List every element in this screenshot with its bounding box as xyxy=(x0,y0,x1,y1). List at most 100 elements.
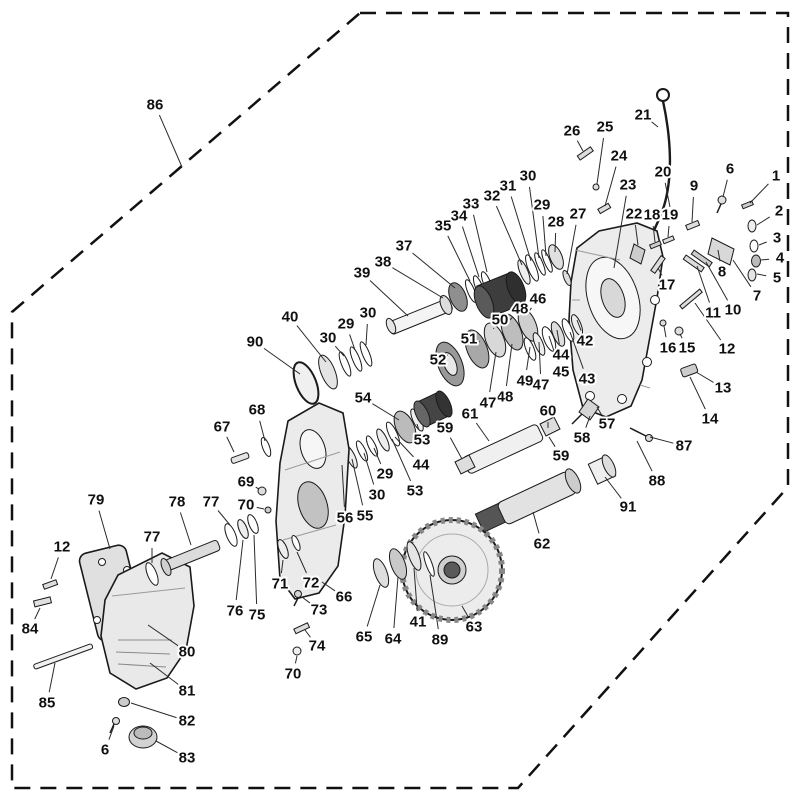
leader-line xyxy=(256,506,265,510)
leader-line xyxy=(472,339,480,343)
part-number-label: 49 xyxy=(517,373,534,390)
leader-line xyxy=(696,265,710,303)
leader-line xyxy=(366,584,381,627)
part-number-label: 28 xyxy=(548,214,565,231)
leader-line xyxy=(34,607,41,620)
leader-line xyxy=(679,333,683,339)
leader-line xyxy=(695,371,714,383)
leader-lines xyxy=(34,114,770,754)
leader-line xyxy=(548,436,556,447)
part-number-label: 46 xyxy=(530,291,547,308)
part-number-label: 55 xyxy=(357,508,374,525)
part-number-label: 78 xyxy=(169,494,186,511)
part-number-label: 16 xyxy=(660,340,677,357)
part-number-label: 73 xyxy=(311,602,328,619)
leader-line xyxy=(489,351,497,393)
part-number-label: 26 xyxy=(564,123,581,140)
part-number-label: 50 xyxy=(492,312,509,329)
part-number-label: 88 xyxy=(649,473,666,490)
part-number-label: 47 xyxy=(480,395,497,412)
part-number-label: 82 xyxy=(179,713,196,730)
leader-line xyxy=(334,345,345,357)
part-number-label: 5 xyxy=(773,270,781,287)
part-number-label: 29 xyxy=(338,316,355,333)
part-number-label: 72 xyxy=(303,575,320,592)
leader-line xyxy=(492,327,495,330)
part-number-label: 66 xyxy=(336,589,353,606)
leader-line xyxy=(717,249,721,262)
leader-line xyxy=(509,316,513,321)
part-number-label: 58 xyxy=(574,430,591,447)
part-number-label: 32 xyxy=(484,188,501,205)
part-number-label: 60 xyxy=(540,403,557,420)
part-number-label: 85 xyxy=(39,695,56,712)
leader-line xyxy=(253,534,258,605)
part-number-label: 30 xyxy=(520,168,537,185)
leader-line xyxy=(447,235,471,282)
front-cover-assembly xyxy=(32,437,311,749)
leader-line xyxy=(532,511,540,534)
part-number-label: 17 xyxy=(659,277,676,294)
part-number-label: 86 xyxy=(147,97,164,114)
leader-line xyxy=(149,662,179,685)
leader-line xyxy=(369,280,409,317)
part-number-label: 84 xyxy=(22,621,39,638)
part-number-label: 11 xyxy=(705,305,721,322)
part-number-label: 19 xyxy=(662,207,679,224)
leader-line xyxy=(526,307,532,315)
leader-line xyxy=(756,216,770,226)
part-number-label: 9 xyxy=(690,178,698,195)
part-number-label: 30 xyxy=(360,305,377,322)
part-number-label: 53 xyxy=(414,432,431,449)
part-number-label: 67 xyxy=(214,419,231,436)
part-number-label: 41 xyxy=(410,614,427,631)
input-shaft-assembly xyxy=(385,146,594,335)
part-number-label: 24 xyxy=(611,148,628,165)
part-number-label: 37 xyxy=(396,238,413,255)
leader-line xyxy=(529,186,540,259)
leader-line xyxy=(569,331,584,369)
leader-line xyxy=(373,447,382,465)
leader-line xyxy=(667,225,670,238)
part-number-label: 21 xyxy=(635,107,652,124)
leader-line xyxy=(259,420,266,442)
part-number-label: 75 xyxy=(249,607,266,624)
part-number-label: 25 xyxy=(597,119,614,136)
leader-line xyxy=(443,354,449,358)
part-number-label: 1 xyxy=(772,168,780,185)
leader-line xyxy=(130,702,177,719)
part-number-label: 87 xyxy=(676,438,693,455)
part-number-label: 42 xyxy=(577,333,594,350)
part-number-label: 77 xyxy=(203,494,220,511)
part-number-label: 70 xyxy=(285,666,302,683)
part-number-label: 10 xyxy=(725,302,742,319)
part-number-label: 45 xyxy=(553,364,570,381)
leader-line xyxy=(296,325,327,363)
leader-line xyxy=(394,436,414,458)
part-number-label: 51 xyxy=(461,331,478,348)
dipstick xyxy=(649,88,672,239)
leader-line xyxy=(732,259,752,288)
leader-line xyxy=(351,458,364,506)
leader-line xyxy=(663,325,667,338)
leader-line xyxy=(652,225,656,243)
part-number-label: 79 xyxy=(88,492,105,509)
leader-line xyxy=(526,346,531,371)
part-number-label: 6 xyxy=(726,161,734,178)
part-number-label: 14 xyxy=(702,411,719,428)
part-number-label: 81 xyxy=(179,683,196,700)
leader-line xyxy=(636,440,653,472)
part-number-label: 12 xyxy=(719,341,736,358)
leader-line xyxy=(147,624,179,647)
leader-line xyxy=(613,195,627,269)
part-number-label: 22 xyxy=(626,206,643,223)
part-number-label: 48 xyxy=(497,389,514,406)
part-number-label: 15 xyxy=(679,340,696,357)
part-number-label: 29 xyxy=(377,466,394,483)
leader-line xyxy=(694,302,722,341)
leader-line xyxy=(296,551,307,574)
main-shaft-gear-cluster xyxy=(435,308,584,387)
leader-line xyxy=(226,436,235,453)
part-number-label: 54 xyxy=(355,390,372,407)
